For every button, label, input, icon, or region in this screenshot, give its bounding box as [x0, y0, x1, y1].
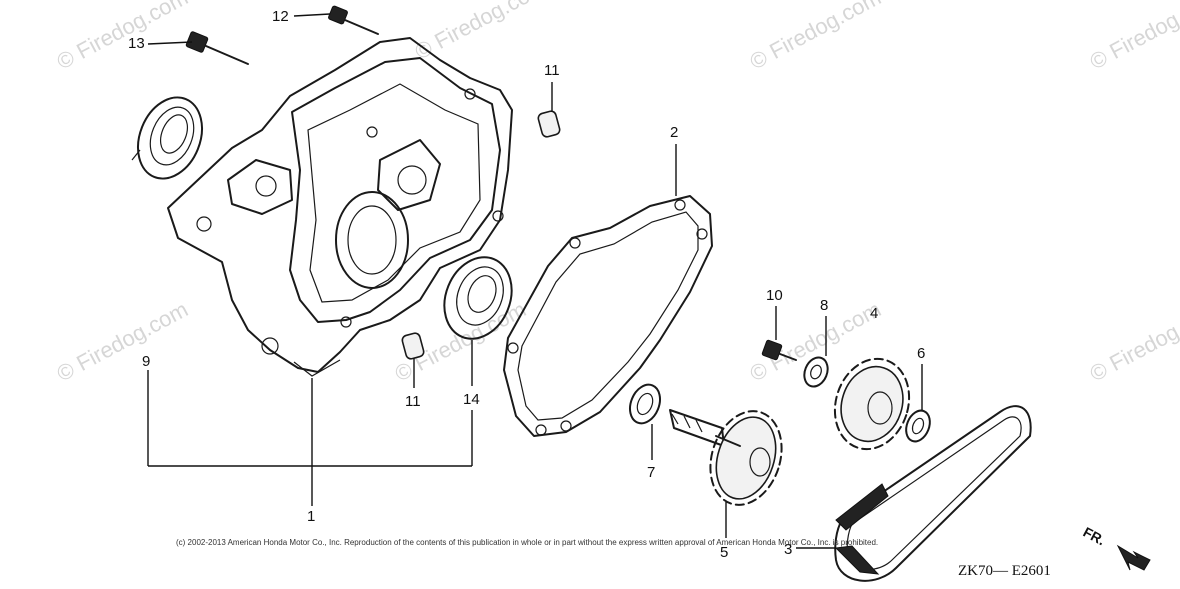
drive-shaft-part-5 — [669, 409, 783, 506]
watermark: © Firedog.com — [1086, 296, 1180, 386]
callout-labels: 13 12 11 2 9 11 14 1 7 5 3 10 8 4 6 — [128, 8, 925, 561]
washer-part-6 — [905, 409, 931, 443]
bolt-part-10 — [761, 339, 797, 361]
dowel-pin-upper-part-11 — [537, 110, 561, 138]
callout-4: 4 — [870, 305, 878, 322]
callout-5: 5 — [720, 544, 728, 561]
callout-11-upper: 11 — [544, 62, 560, 79]
watermark: © Firedog.com — [53, 0, 192, 74]
callout-7: 7 — [647, 464, 655, 481]
front-arrow-icon — [1116, 544, 1151, 571]
callout-2: 2 — [670, 124, 678, 141]
callout-1: 1 — [307, 508, 315, 525]
washer-part-8 — [803, 356, 829, 388]
bolt-part-12 — [328, 5, 379, 35]
callout-3: 3 — [784, 541, 792, 558]
callout-12: 12 — [272, 8, 289, 25]
leader-lines — [147, 13, 923, 549]
callout-14: 14 — [463, 391, 480, 408]
washer-part-7 — [629, 383, 661, 425]
gasket-part-2 — [503, 195, 713, 437]
callout-6: 6 — [917, 345, 925, 362]
callout-9: 9 — [142, 353, 150, 370]
copyright-notice: (c) 2002-2013 American Honda Motor Co., … — [176, 538, 879, 547]
watermark: © Firedog.com — [53, 296, 192, 386]
oil-seal-part-9 — [131, 96, 203, 180]
case-cover-part-1 — [167, 37, 513, 377]
chain-part-3 — [834, 405, 1032, 582]
diagram-code: ZK70— E2601 — [958, 563, 1051, 579]
drive-sprocket-part-4 — [833, 357, 911, 451]
bearing-part-14 — [443, 256, 513, 340]
watermark-layer: © Firedog.com © Firedog.com © Firedog.co… — [53, 0, 1180, 386]
bolt-part-13 — [185, 31, 249, 65]
callout-11-lower: 11 — [405, 393, 421, 410]
callout-13: 13 — [128, 35, 145, 52]
callout-8: 8 — [820, 297, 828, 314]
watermark: © Firedog.com — [1086, 0, 1180, 74]
dowel-pin-lower-part-11 — [401, 332, 425, 360]
watermark: © Firedog.com — [746, 0, 885, 74]
callout-10: 10 — [766, 287, 783, 304]
